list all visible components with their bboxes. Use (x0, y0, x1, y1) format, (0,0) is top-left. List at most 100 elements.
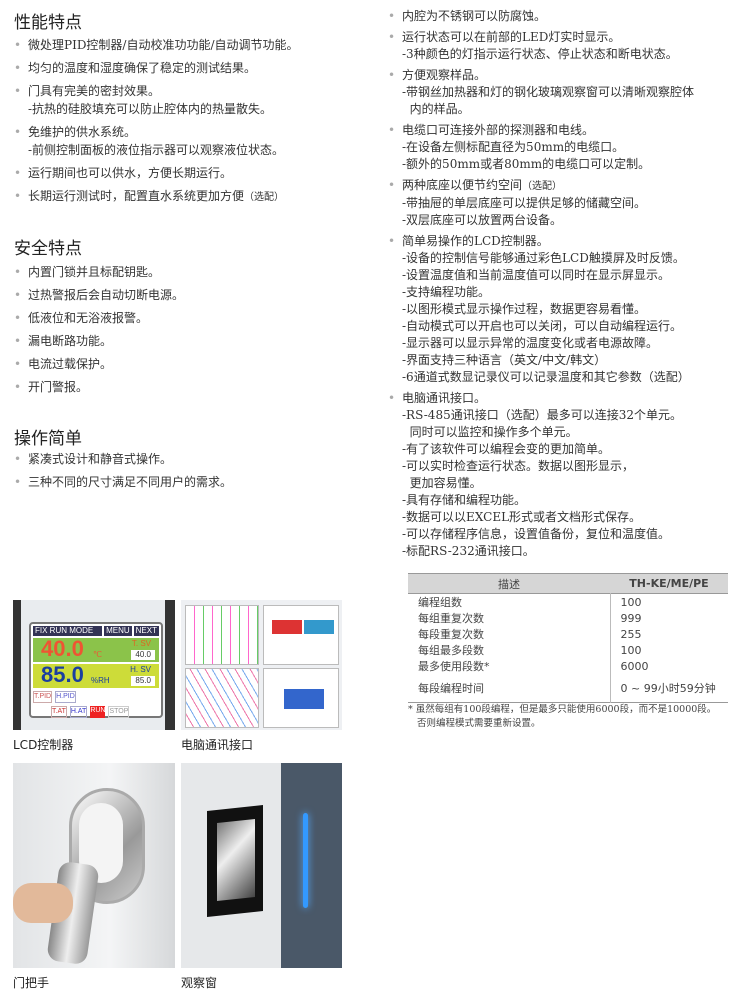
feature-text: 运行期间也可以供水，方便长期运行。 (28, 166, 233, 180)
pc-software-image (181, 600, 342, 730)
feature-item: •低液位和无浴液报警。 (14, 309, 374, 327)
bullet-icon: • (14, 357, 22, 371)
feature-item: •长期运行测试时，配置直水系统更加方便（选配） (14, 187, 374, 207)
bullet-icon: • (14, 166, 22, 180)
lcd-controller-image: FIX RUN MODE MENU NEXT 40.0 ℃ T. SV 40.0… (13, 600, 175, 730)
table-cell-label: 编程组数 (418, 596, 462, 609)
feature-subitem: 更加容易懂。 (402, 476, 482, 490)
feature-subitem: -带钢丝加热器和灯的钢化玻璃观察窗可以清晰观察腔体 (402, 85, 695, 99)
feature-item: •电脑通讯接口。-RS-485通讯接口（选配）最多可以连接32个单元。 同时可以… (388, 390, 728, 560)
bullet-icon: • (14, 189, 22, 203)
caption-handle: 门把手 (13, 976, 50, 990)
bullet-icon: • (14, 265, 22, 279)
bullet-icon: • (14, 334, 22, 348)
table-cell-label: 每段编程时间 (418, 681, 484, 695)
table-cell-value: 0 ~ 99小时59分钟 (609, 674, 728, 702)
table-header-desc: 描述 (408, 573, 610, 594)
feature-text: 紧凑式设计和静音式操作。 (28, 452, 173, 466)
caption-lcd: LCD控制器 (13, 738, 74, 752)
feature-item: • 三种不同的尺寸满足不同用户的需求。 (14, 473, 374, 491)
feature-text: 均匀的温度和湿度确保了稳定的测试结果。 (28, 61, 257, 75)
feature-text: 三种不同的尺寸满足不同用户的需求。 (28, 475, 233, 489)
lcd-humidity: 85.0 (41, 662, 84, 687)
feature-subitem: -具有存储和编程功能。 (402, 493, 527, 507)
feature-item: •微处理PID控制器/自动校准功功能/自动调节功能。 (14, 36, 374, 54)
lcd-hum-unit: %RH (91, 676, 110, 685)
bullet-icon: • (388, 68, 396, 82)
table-cell-label: 每组重复次数 (418, 612, 484, 625)
feature-subitem: -界面支持三种语言（英文/中文/韩文） (402, 353, 607, 367)
feature-text: 两种底座以便节约空间 (402, 178, 523, 192)
feature-text: 内置门锁并且标配钥匙。 (28, 265, 161, 279)
lcd-temp-unit: ℃ (93, 650, 102, 659)
bullet-icon: • (14, 311, 22, 325)
feature-text: 过热警报后会自动切断电源。 (28, 288, 185, 302)
feature-subitem: 同时可以监控和操作多个单元。 (402, 425, 578, 439)
feature-subitem: -以图形模式显示操作过程，数据更容易看懂。 (402, 302, 647, 316)
feature-text: 简单易操作的LCD控制器。 (402, 234, 549, 248)
feature-subitem: -在设备左侧标配直径为50mm的电缆口。 (402, 140, 625, 154)
feature-subitem: -设置温度值和当前温度值可以同时在显示屏显示。 (402, 268, 671, 282)
table-row: 编程组数 100 (408, 593, 728, 610)
bullet-icon: • (388, 234, 396, 248)
performance-title: 性能特点 (14, 13, 82, 33)
lcd-run: RUN (90, 706, 106, 718)
table-row: 每段编程时间 0 ~ 99小时59分钟 (408, 674, 728, 702)
view-window-image (181, 763, 342, 968)
footnote-line: * 虽然每组有100段编程，但是最多只能使用6000段，而不是10000段。 (408, 704, 717, 715)
feature-item: •方便观察样品。-带钢丝加热器和灯的钢化玻璃观察窗可以清晰观察腔体 内的样品。 (388, 67, 728, 118)
feature-subitem: -自动模式可以开启也可以关闭，可以自动编程运行。 (402, 319, 683, 333)
bullet-icon: • (14, 61, 22, 75)
feature-subitem: -3种颜色的灯指示运行状态、停止状态和断电状态。 (402, 47, 678, 61)
bullet-icon: • (388, 123, 396, 137)
feature-text: 漏电断路功能。 (28, 334, 113, 348)
feature-subitem: -双层底座可以放置两台设备。 (402, 213, 563, 227)
bullet-icon: • (14, 475, 22, 489)
lcd-menu: MENU (104, 626, 132, 636)
bullet-icon: • (14, 452, 22, 466)
feature-text: 微处理PID控制器/自动校准功功能/自动调节功能。 (28, 38, 299, 52)
feature-item: •电缆口可连接外部的探测器和电线。-在设备左侧标配直径为50mm的电缆口。-额外… (388, 122, 728, 173)
feature-subitem: -前侧控制面板的液位指示器可以观察液位状态。 (28, 143, 285, 157)
feature-text: 免维护的供水系统。 (28, 125, 137, 139)
lcd-hat: H.AT (69, 706, 88, 718)
feature-text: 开门警报。 (28, 380, 89, 394)
feature-subitem: -数据可以以EXCEL形式或者文档形式保存。 (402, 510, 642, 524)
feature-text: 方便观察样品。 (402, 68, 487, 82)
feature-subitem: -设备的控制信号能够通过彩色LCD触摸屏及时反馈。 (402, 251, 685, 265)
caption-window: 观察窗 (181, 976, 218, 990)
feature-subitem: -6通道式数显记录仪可以记录温度和其它参数（选配） (402, 370, 690, 384)
lcd-stop: STOP (108, 706, 130, 718)
performance-list: •微处理PID控制器/自动校准功功能/自动调节功能。•均匀的温度和湿度确保了稳定… (14, 36, 374, 212)
feature-item: • 内置门锁并且标配钥匙。 (14, 263, 374, 281)
table-cell-label: 每组最多段数 (418, 644, 484, 657)
optional-note: （选配） (522, 181, 563, 192)
feature-subitem: -有了该软件可以编程会变的更加简单。 (402, 442, 611, 456)
table-cell-value: 100 (609, 593, 728, 610)
feature-item: • 漏电断路功能。 (14, 332, 374, 350)
bullet-icon: • (14, 380, 22, 394)
feature-subitem: -可以存储程序信息，设置值备份，复位和温度值。 (402, 527, 671, 541)
feature-item: • 运行期间也可以供水，方便长期运行。 (14, 164, 374, 182)
feature-item: •免维护的供水系统。-前侧控制面板的液位指示器可以观察液位状态。 (14, 123, 374, 159)
feature-text: 长期运行测试时，配置直水系统更加方便 (28, 189, 245, 203)
safety-list: •内置门锁并且标配钥匙。•过热警报后会自动切断电源。•低液位和无浴液报警。•漏电… (14, 263, 374, 401)
operation-list: • 紧凑式设计和静音式操作。 • 三种不同的尺寸满足不同用户的需求。 (14, 450, 374, 496)
door-handle-image (13, 763, 175, 968)
table-cell-value: 255 (609, 626, 728, 642)
lcd-tsv-value: 40.0 (131, 650, 155, 660)
bullet-icon: • (388, 178, 396, 192)
feature-item: •内腔为不锈钢可以防腐蚀。 (388, 8, 728, 25)
right-feature-list: •内腔为不锈钢可以防腐蚀。•运行状态可以在前部的LED灯实时显示。-3种颜色的灯… (388, 8, 728, 564)
feature-text: 电脑通讯接口。 (402, 391, 487, 405)
table-cell-value: 100 (609, 642, 728, 658)
lcd-tat: T.AT (51, 706, 67, 718)
lcd-hsv-value: 85.0 (131, 676, 155, 686)
table-cell-label: 最多使用段数* (418, 660, 490, 673)
lcd-next: NEXT (133, 626, 159, 636)
lcd-hpid: H.PID (55, 691, 76, 703)
table-cell-label: 每段重复次数 (418, 628, 484, 641)
